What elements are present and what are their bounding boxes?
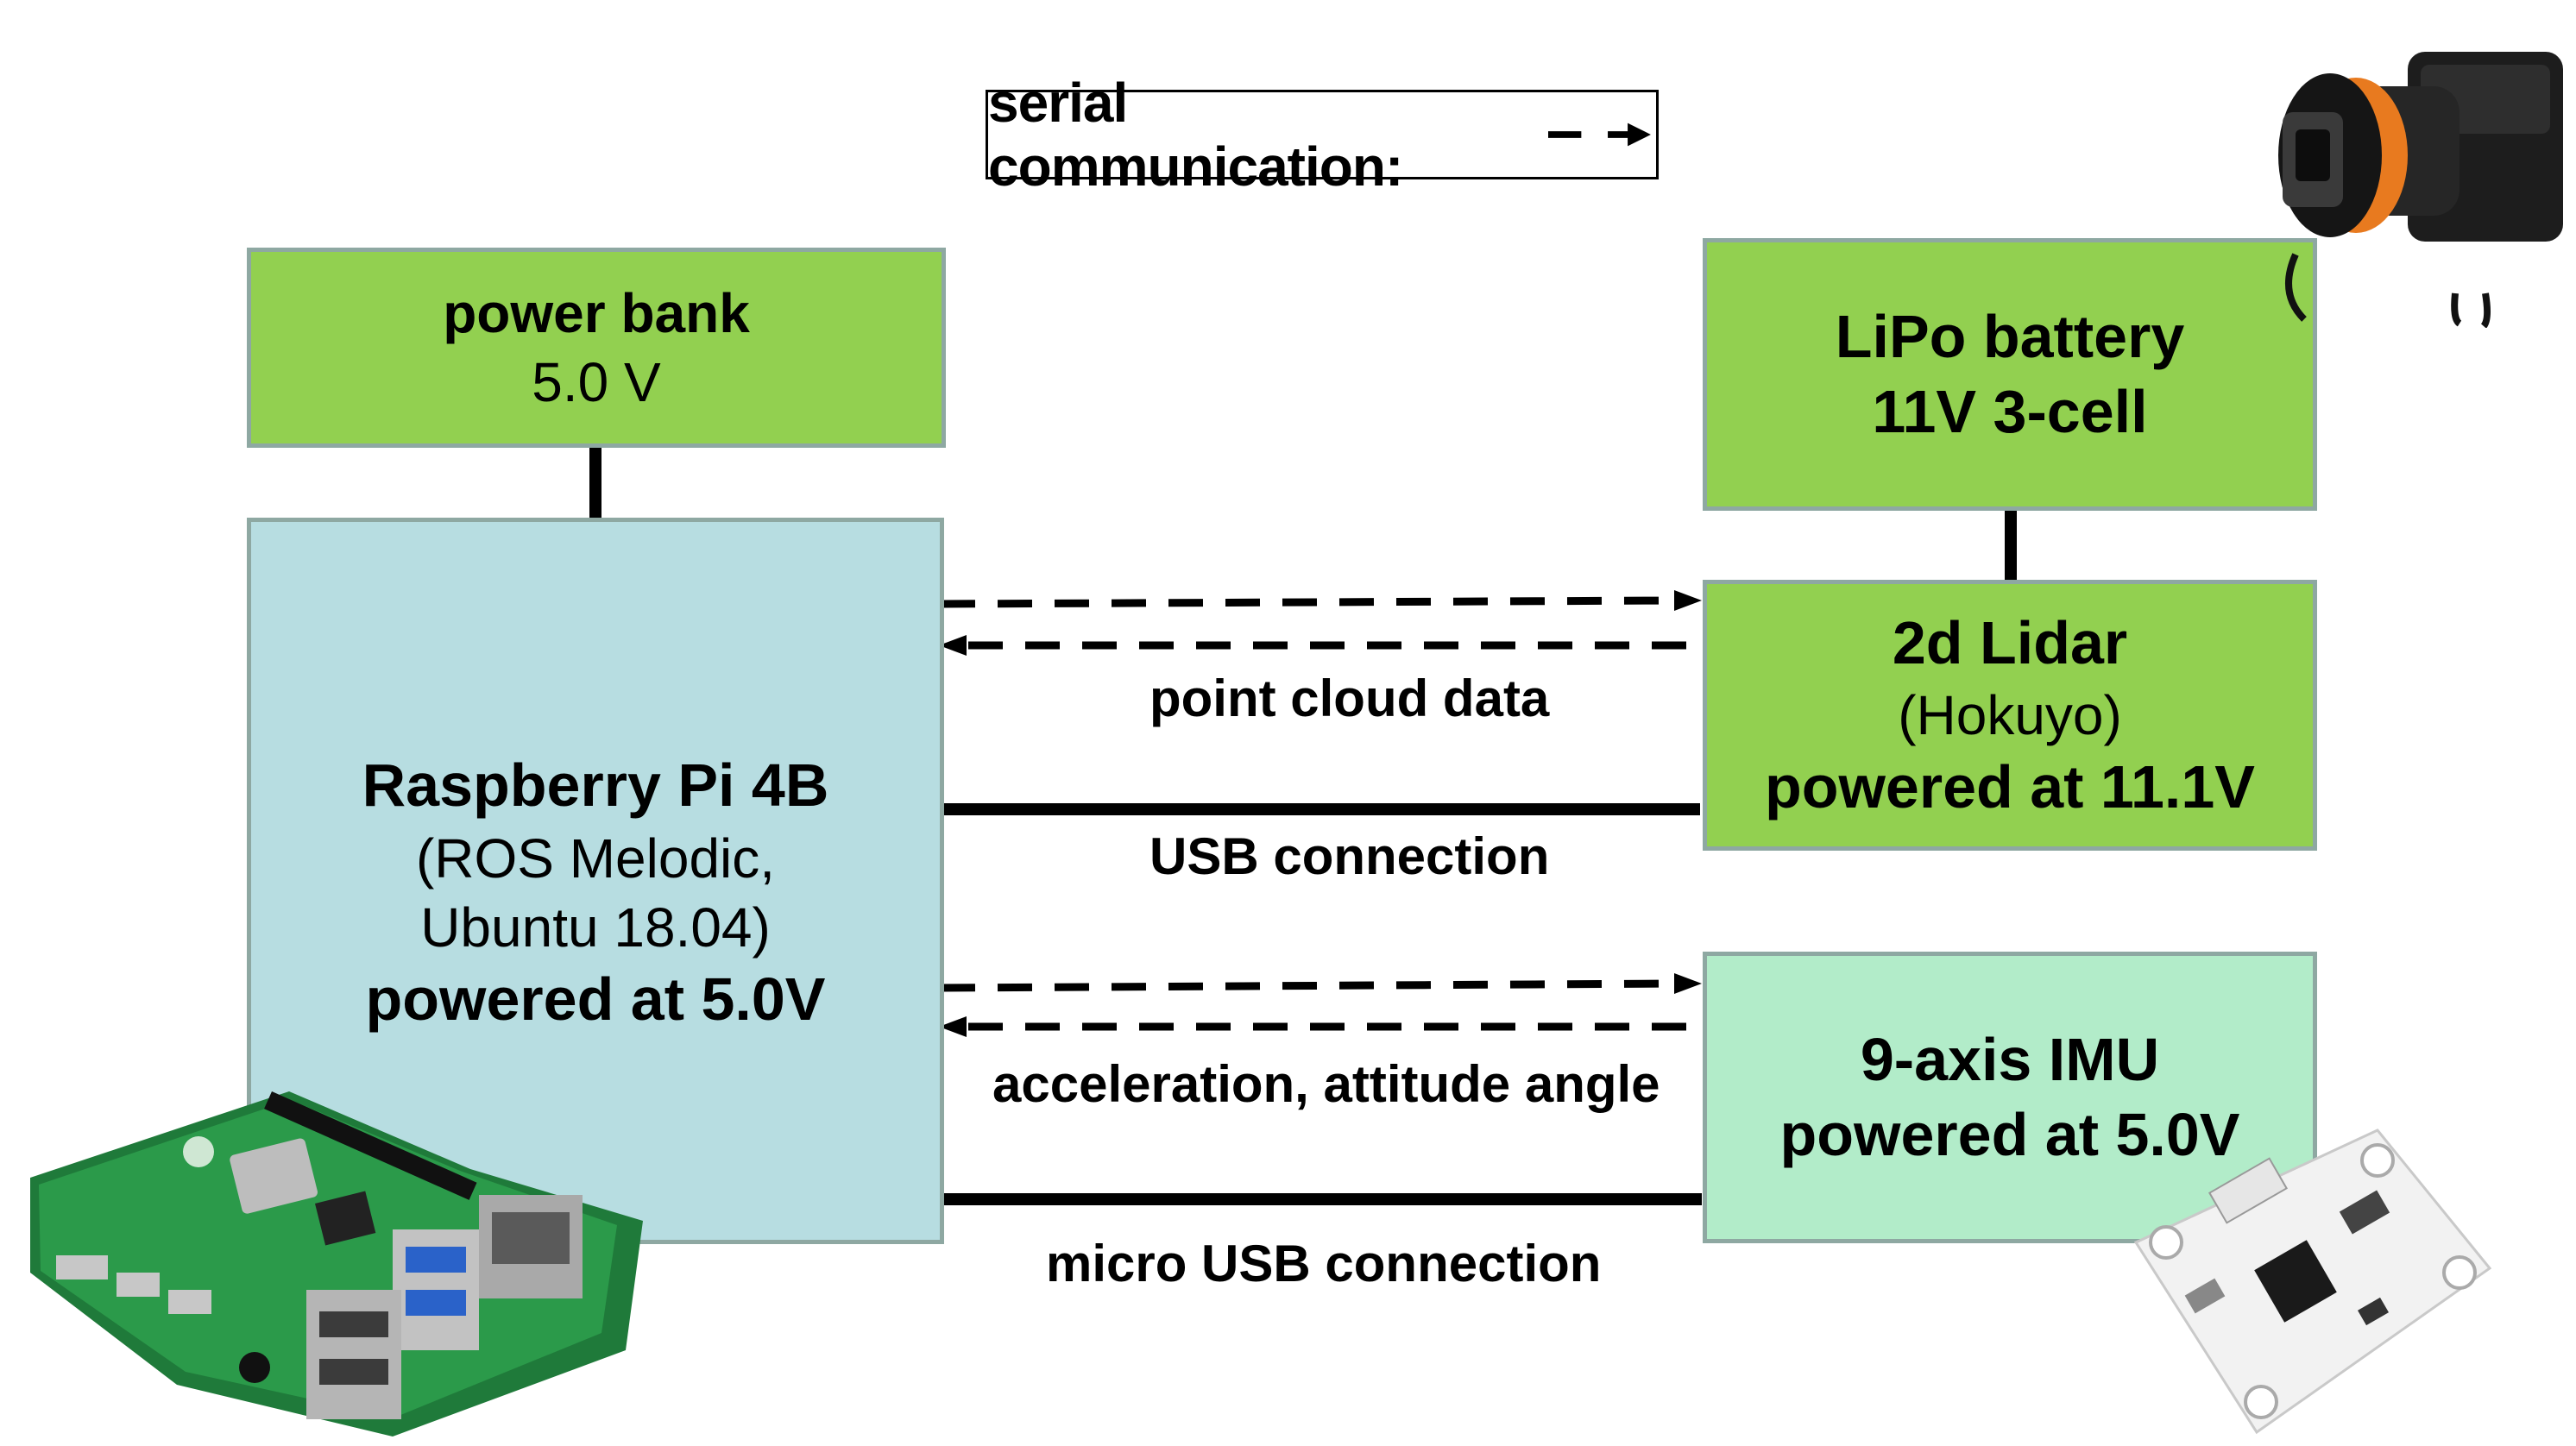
raspberry-title: Raspberry Pi 4B [362, 751, 829, 819]
lipo-title: LiPo battery [1835, 302, 2185, 370]
lidar-device-image [2278, 52, 2563, 328]
lidar-brand: (Hokuyo) [1898, 684, 2122, 746]
raspberry-os: (ROS Melodic, [415, 827, 776, 890]
label-micro-usb-connection: micro USB connection [1046, 1235, 1602, 1292]
lipo-battery-box: LiPo battery 11V 3-cell [1703, 238, 2317, 511]
dashed-arrow-icon [1548, 123, 1652, 147]
lidar-box: 2d Lidar (Hokuyo) powered at 11.1V [1703, 580, 2317, 851]
power-bank-box: power bank 5.0 V [247, 248, 946, 448]
arrowhead-to-raspberry-lidar [939, 635, 967, 656]
serial-line-to-lidar [940, 596, 1677, 608]
imu-title: 9-axis IMU [1860, 1025, 2160, 1093]
raspberry-ubuntu: Ubuntu 18.04) [420, 896, 771, 959]
imu-board-image [2133, 1129, 2492, 1435]
lipo-spec: 11V 3-cell [1872, 378, 2148, 445]
raspberry-pi-board-image [30, 1091, 643, 1437]
lidar-power: powered at 11.1V [1764, 753, 2256, 820]
legend-label: serial communication: [988, 72, 1403, 198]
lidar-title: 2d Lidar [1892, 608, 2128, 676]
legend-box: serial communication: [986, 72, 1659, 198]
raspberry-power: powered at 5.0V [365, 965, 826, 1033]
serial-line-to-imu [940, 979, 1677, 992]
imu-power: powered at 5.0V [1779, 1101, 2240, 1168]
arrowhead-to-raspberry-imu [939, 1016, 967, 1037]
arrowhead-to-lidar [1674, 590, 1702, 611]
raspberry-pi-box: Raspberry Pi 4B (ROS Melodic, Ubuntu 18.… [247, 518, 944, 1244]
power-bank-title: power bank [443, 282, 750, 344]
arrowhead-to-imu [1674, 973, 1702, 994]
label-usb-connection: USB connection [1149, 827, 1550, 885]
label-point-cloud-data: point cloud data [1149, 670, 1550, 727]
power-bank-voltage: 5.0 V [532, 351, 661, 413]
label-acceleration-attitude: acceleration, attitude angle [992, 1055, 1660, 1113]
